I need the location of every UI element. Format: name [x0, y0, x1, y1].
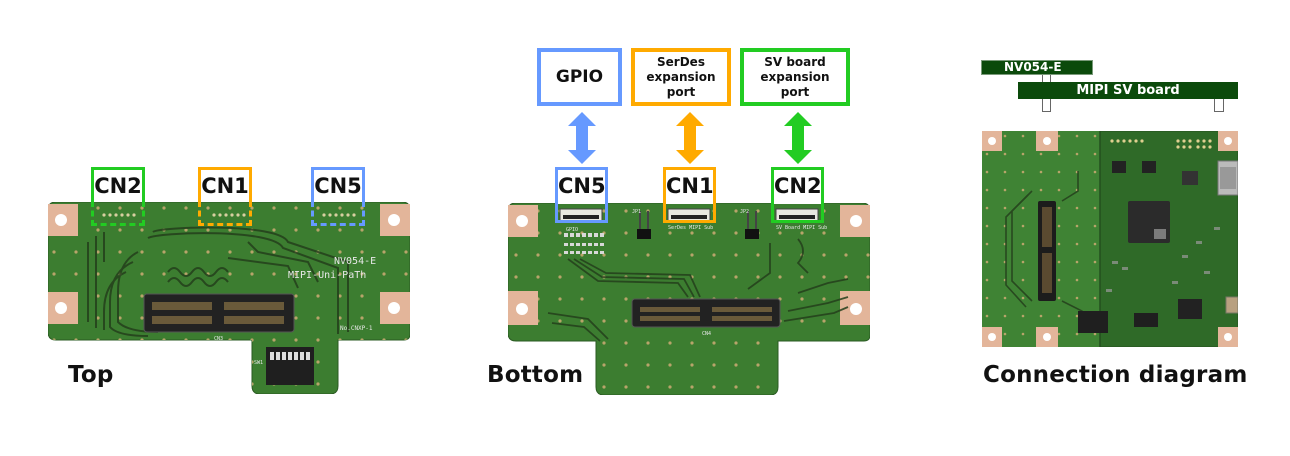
gpio-double-arrow-icon — [568, 112, 596, 164]
stack-connector-right — [1214, 99, 1224, 112]
silk-name: MIPI-Uni-PaTh — [288, 270, 366, 281]
top-view-caption: Top — [68, 362, 114, 388]
mipi-sv-board-bar: MIPI SV board — [1018, 82, 1238, 99]
bottom-cn5-label: CN5 — [555, 167, 608, 223]
bottom-cn1-label: CN1 — [663, 167, 716, 223]
mipi-sv-board-label: MIPI SV board — [1076, 83, 1180, 98]
silk-jp1: JP1 — [632, 209, 641, 215]
connection-diagram-caption: Connection diagram — [983, 362, 1248, 388]
usb-connector — [1225, 296, 1238, 314]
stack-connector-upper — [1042, 75, 1051, 82]
stack-connector-lower — [1042, 99, 1051, 112]
serdes-port-title-line: port — [666, 84, 696, 99]
bottom-cn5-text: CN5 — [558, 170, 606, 204]
top-view-pcb-image: NV054-E MIPI-Uni-PaTh No.CNXP-1 CN3 SW1 — [48, 202, 410, 394]
top-cn5-highlight — [311, 201, 365, 226]
nv054e-board-bar: NV054-E — [981, 60, 1093, 75]
board-connector-cn3 — [143, 293, 295, 333]
bottom-view-pcb-image: GPIO SerDes MIPI Sub SV Board MIPI Sub J… — [508, 203, 870, 395]
gpio-port-title: GPIO — [555, 67, 604, 87]
top-cn1-highlight — [198, 201, 252, 226]
silk-sw1: SW1 — [254, 360, 263, 366]
top-cn2-label: CN2 — [91, 167, 145, 201]
top-cn1-label: CN1 — [198, 167, 252, 201]
silk-cn3: CN3 — [214, 336, 223, 342]
serdes-double-arrow-icon — [676, 112, 704, 164]
silk-part-no: No.CNXP-1 — [340, 325, 373, 332]
top-cn2-highlight — [91, 201, 145, 226]
silk-gpio: GPIO — [566, 227, 578, 233]
bottom-cn2-text: CN2 — [774, 170, 822, 204]
serdes-port-title-line: SerDes — [657, 54, 705, 69]
silk-svboard: SV Board MIPI Sub — [776, 225, 827, 231]
svboard-port-title-line: expansion — [760, 69, 830, 84]
silk-model: NV054-E — [334, 256, 376, 267]
svboard-port-box: SV board expansion port — [740, 48, 850, 106]
board-connector-cn4 — [631, 298, 781, 328]
serdes-port-title-line: expansion — [646, 69, 716, 84]
svboard-port-title-line: port — [780, 84, 810, 99]
svboard-double-arrow-icon — [784, 112, 812, 164]
serdes-port-box: SerDes expansion port — [631, 48, 731, 106]
silk-cn4: CN4 — [702, 331, 711, 337]
jumper-jp2 — [745, 229, 759, 239]
gpio-port-box: GPIO — [537, 48, 622, 106]
jumper-jp1 — [637, 229, 651, 239]
silk-serdes: SerDes MIPI Sub — [668, 225, 713, 231]
top-cn5-label: CN5 — [311, 167, 365, 201]
silk-jp2: JP2 — [740, 209, 749, 215]
nv054e-board-label: NV054-E — [1004, 60, 1062, 74]
connection-diagram-pcb-image — [982, 131, 1238, 347]
svboard-port-title-line: SV board — [764, 54, 826, 69]
bottom-cn2-label: CN2 — [771, 167, 824, 223]
bottom-view-caption: Bottom — [487, 362, 584, 388]
bottom-cn1-text: CN1 — [666, 170, 714, 204]
